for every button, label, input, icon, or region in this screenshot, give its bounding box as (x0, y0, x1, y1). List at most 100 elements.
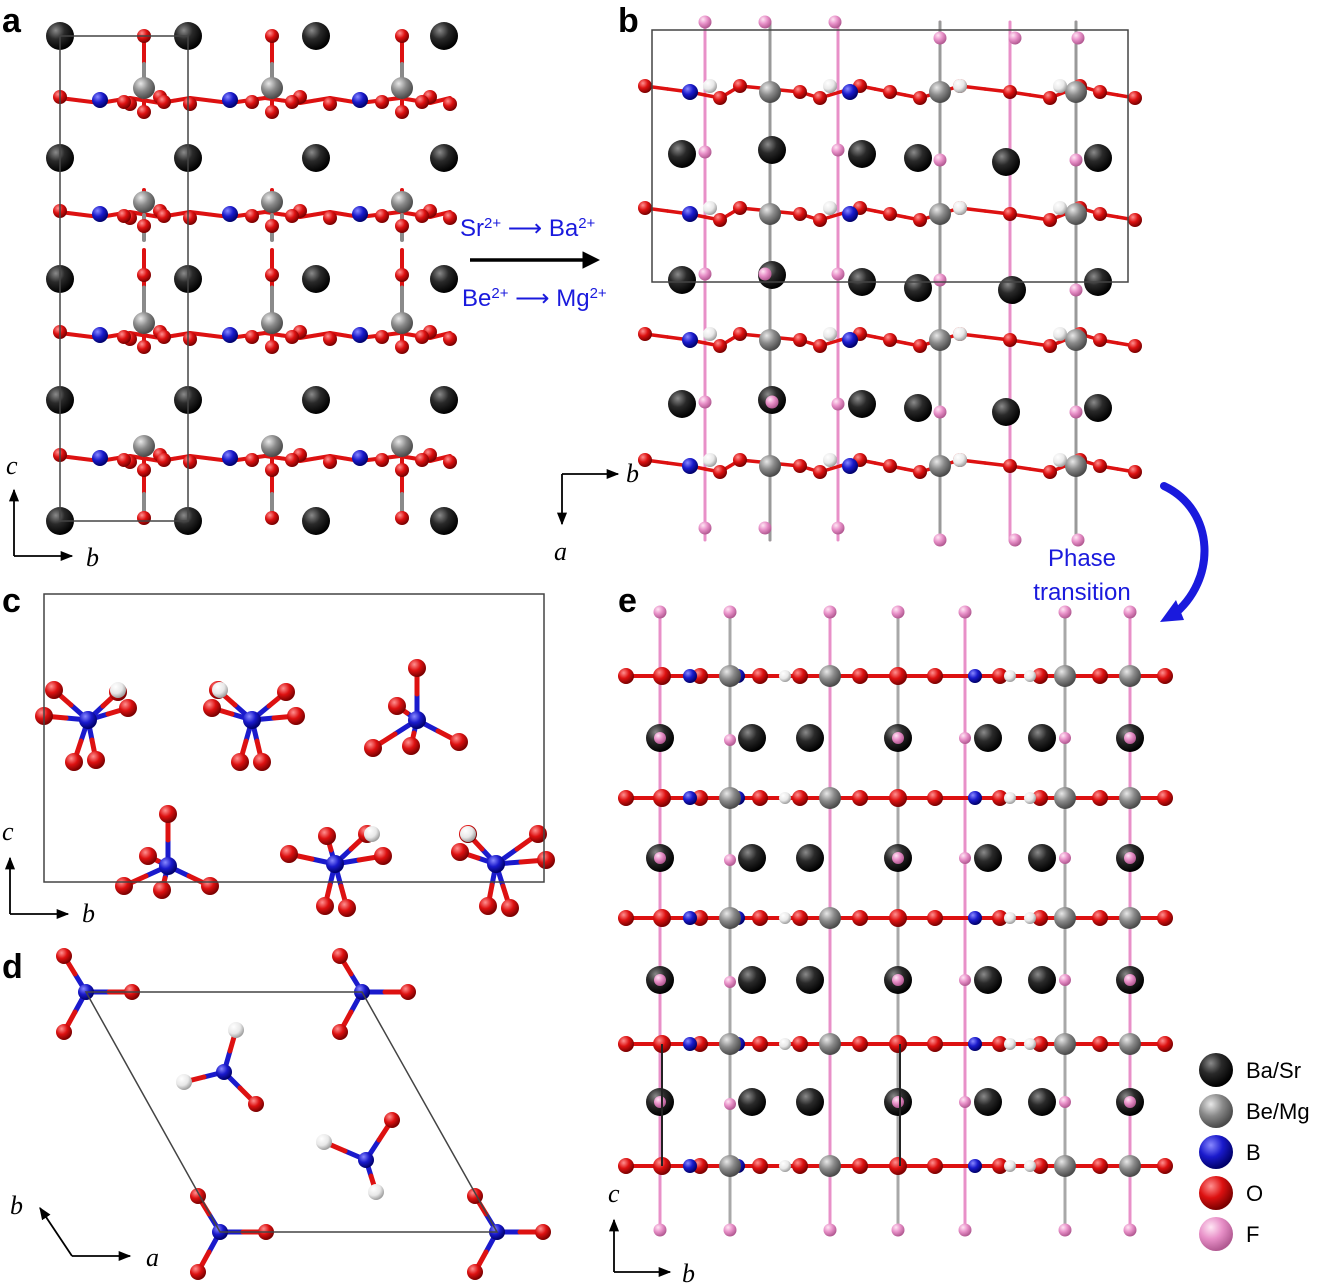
oxygen-atom (395, 340, 409, 354)
unit-cell-panel-b (651, 29, 1129, 283)
be-mg-atom (1119, 907, 1141, 929)
oxygen-atom (231, 753, 249, 771)
fluorine-atom (654, 732, 666, 744)
oxygen-atom (813, 91, 827, 105)
oxygen-atom (852, 790, 868, 806)
unit-cell-panel-d (84, 991, 499, 1233)
oxygen-atom (883, 333, 897, 347)
panel-label-c: c (2, 582, 21, 620)
fluorine-atom (892, 1096, 904, 1108)
be-mg-atom (1119, 1155, 1141, 1177)
boron-atom (842, 84, 858, 100)
boron-atom (352, 450, 368, 466)
fluorine-atom (723, 605, 737, 619)
oxygen-atom (201, 877, 219, 895)
oxygen-atom (183, 97, 197, 111)
be-mg-atom (759, 203, 781, 225)
mixed-oxygen-atom (1053, 453, 1067, 467)
oxygen-atom (119, 699, 137, 717)
ba-sr-atom (992, 398, 1020, 426)
fluorine-atom (823, 1223, 837, 1237)
oxygen-atom (1128, 465, 1142, 479)
oxygen-atom (159, 805, 177, 823)
oxygen-atom (792, 668, 808, 684)
oxygen-atom (323, 455, 337, 469)
oxygen-atom (1092, 910, 1108, 926)
oxygen-atom (618, 1036, 634, 1052)
boron-atom (222, 206, 238, 222)
fluorine-atom (891, 1223, 905, 1237)
ba-sr-atom (430, 144, 458, 172)
be-mg-atom (719, 665, 741, 687)
oxygen-atom (87, 751, 105, 769)
oxygen-atom (852, 1158, 868, 1174)
axes-panel-b: a b (554, 459, 639, 566)
oxygen-atom (265, 268, 279, 282)
oxygen-atom (285, 453, 299, 467)
oxygen-atom (375, 330, 389, 344)
ba-sr-atom (738, 1088, 766, 1116)
oxygen-atom (395, 29, 409, 43)
oxygen-atom (248, 1096, 264, 1112)
ba-sr-atom (1084, 144, 1112, 172)
oxygen-atom (752, 790, 768, 806)
mixed-oxygen-atom (1004, 1038, 1016, 1050)
be-mg-atom (391, 77, 413, 99)
oxygen-atom (1092, 790, 1108, 806)
fluorine-atom (1071, 31, 1085, 45)
oxygen-atom (157, 209, 171, 223)
fluorine-atom (758, 521, 772, 535)
ba-sr-atom (738, 724, 766, 752)
be-mg-atom (929, 455, 951, 477)
oxygen-atom (992, 668, 1008, 684)
ba-sr-atom (1028, 1088, 1056, 1116)
fluorine-atom (698, 521, 712, 535)
unit-cell-layer (43, 29, 1129, 1233)
be-mg-atom (929, 203, 951, 225)
mixed-oxygen-atom (703, 327, 717, 341)
fluorine-atom (1059, 1096, 1071, 1108)
ba-sr-atom (302, 265, 330, 293)
boron-atom (352, 92, 368, 108)
oxygen-atom (638, 327, 652, 341)
boron-atom (92, 206, 108, 222)
axis-label-c-e: c (608, 1179, 620, 1208)
fluorine-atom (892, 732, 904, 744)
boron-atom (92, 92, 108, 108)
ba-sr-atom (992, 148, 1020, 176)
panel-label-b: b (618, 2, 639, 40)
be-mg-atom (133, 77, 155, 99)
oxygen-atom (117, 209, 131, 223)
oxygen-atom (713, 465, 727, 479)
mixed-oxygen-atom (364, 826, 380, 842)
be-mg-atom (759, 81, 781, 103)
oxygen-atom (852, 1036, 868, 1052)
boron-atom (683, 1159, 697, 1173)
mixed-oxygen-atom (1004, 912, 1016, 924)
oxygen-atom (1093, 459, 1107, 473)
oxygen-atom (1093, 85, 1107, 99)
mixed-oxygen-atom (316, 1134, 332, 1150)
oxygen-atom (733, 201, 747, 215)
substitution-annotation: Sr2+ ⟶ Ba2+ Be2+ ⟶ Mg2+ (460, 215, 607, 313)
panel-label-d: d (2, 948, 23, 986)
oxygen-atom (1157, 1036, 1173, 1052)
oxygen-atom (927, 1158, 943, 1174)
fluorine-atom (1069, 283, 1083, 297)
mixed-oxygen-atom (1004, 670, 1016, 682)
ba-sr-atom (430, 22, 458, 50)
be-mg-atom (133, 191, 155, 213)
panel-label-e: e (618, 582, 637, 620)
oxygen-atom (927, 790, 943, 806)
ba-sr-atom (302, 507, 330, 535)
boron-atom (682, 206, 698, 222)
mixed-oxygen-atom (228, 1022, 244, 1038)
be-mg-atom (133, 435, 155, 457)
mixed-oxygen-atom (779, 1160, 791, 1172)
fluorine-atom (1124, 974, 1136, 986)
oxygen-atom (1032, 1036, 1048, 1052)
oxygen-atom (692, 668, 708, 684)
oxygen-atom (793, 459, 807, 473)
oxygen-atom (813, 465, 827, 479)
